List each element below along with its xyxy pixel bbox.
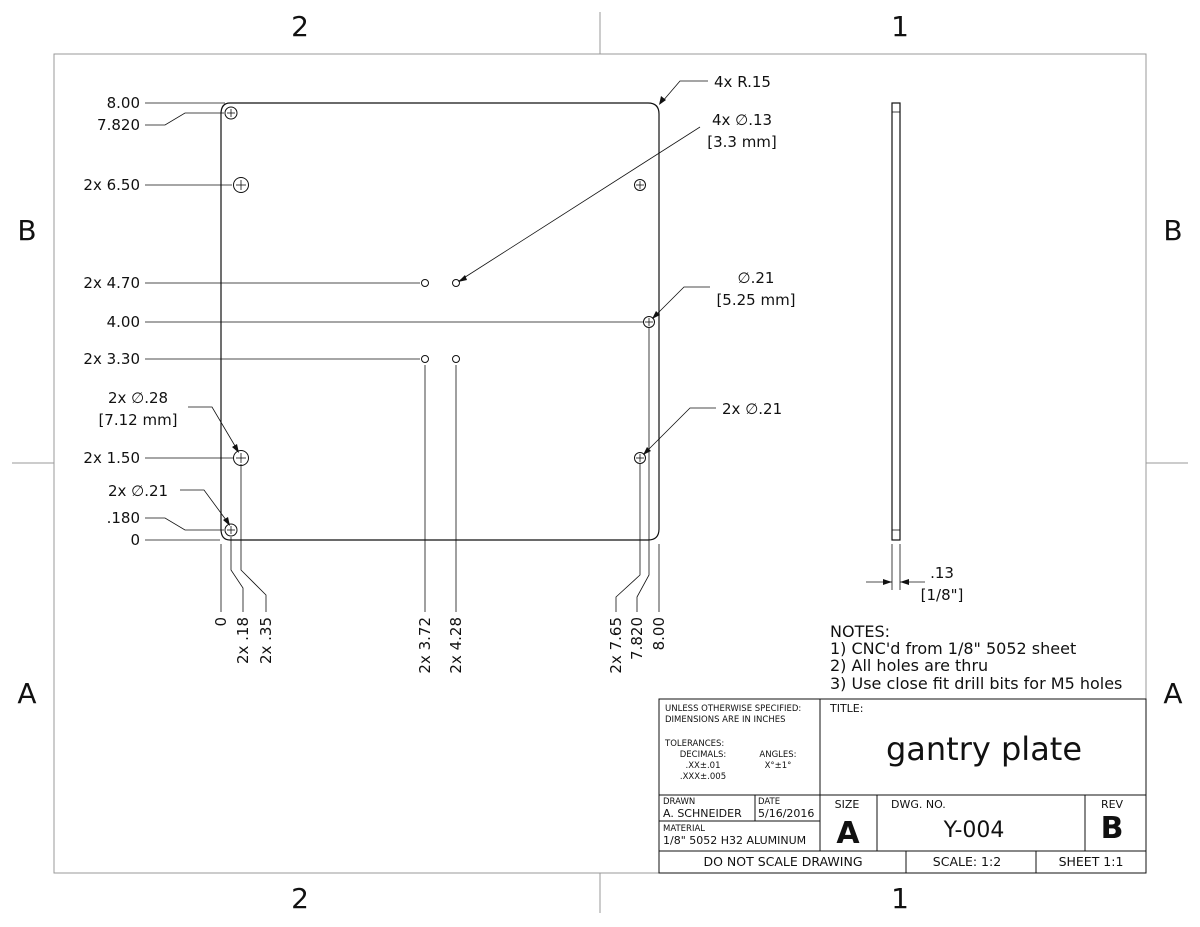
dim-0-vertical: 0 bbox=[130, 531, 140, 549]
tb-rev: B bbox=[1101, 811, 1124, 846]
dim-h765: 2x 7.65 bbox=[607, 617, 625, 674]
note-2: 2) All holes are thru bbox=[830, 656, 988, 675]
tb-size: A bbox=[836, 816, 860, 851]
dim-330: 2x 3.30 bbox=[83, 350, 140, 368]
tb-date-label: DATE bbox=[758, 797, 780, 807]
horizontal-ordinate-lines bbox=[220, 328, 660, 612]
callout-center-hole-mm: [5.25 mm] bbox=[716, 291, 795, 309]
dim-h0: 0 bbox=[212, 617, 230, 627]
dim-650: 2x 6.50 bbox=[83, 176, 140, 194]
tb-angles: ANGLES: bbox=[759, 750, 796, 760]
tb-dec-xxx: .XXX±.005 bbox=[680, 772, 726, 782]
zone-label-bottom-1: 1 bbox=[891, 882, 909, 915]
vertical-ordinate-lines bbox=[145, 102, 643, 541]
dim-180: .180 bbox=[107, 509, 140, 527]
zone-label-right-a: A bbox=[1163, 677, 1182, 710]
zone-label-left-a: A bbox=[17, 677, 36, 710]
tb-dec-xx: .XX±.01 bbox=[686, 761, 721, 771]
tb-size-label: SIZE bbox=[835, 798, 860, 811]
dim-h800: 8.00 bbox=[650, 617, 668, 650]
tb-date: 5/16/2016 bbox=[758, 807, 814, 820]
dim-h372: 2x 3.72 bbox=[416, 617, 434, 674]
zone-dividers bbox=[12, 12, 1188, 913]
zone-label-top-2: 2 bbox=[291, 10, 309, 43]
callout-big-holes: 2x ∅.28 bbox=[108, 389, 168, 407]
hole-small-428-470 bbox=[452, 279, 460, 287]
tb-drawn-label: DRAWN bbox=[663, 797, 695, 807]
side-thickness-frac: [1/8"] bbox=[921, 586, 964, 604]
zone-label-bottom-2: 2 bbox=[291, 882, 309, 915]
zone-label-left-b: B bbox=[17, 214, 36, 247]
callout-center-hole: ∅.21 bbox=[738, 269, 775, 287]
callout-right-lower-holes: 2x ∅.21 bbox=[722, 400, 782, 418]
callout-big-holes-mm: [7.12 mm] bbox=[98, 411, 177, 429]
callout-corner-holes: 2x ∅.21 bbox=[108, 482, 168, 500]
note-1: 1) CNC'd from 1/8" 5052 sheet bbox=[830, 639, 1076, 658]
tb-decimals: DECIMALS: bbox=[680, 750, 727, 760]
hole-small-372-470 bbox=[421, 279, 429, 287]
notes-block: NOTES: 1) CNC'd from 1/8" 5052 sheet 2) … bbox=[830, 622, 1122, 693]
tb-do-not-scale: DO NOT SCALE DRAWING bbox=[703, 854, 862, 869]
title-block bbox=[658, 698, 1147, 874]
zone-label-right-b: B bbox=[1163, 214, 1182, 247]
plate-holes bbox=[224, 106, 655, 537]
zone-label-top-1: 1 bbox=[891, 10, 909, 43]
note-3: 3) Use close fit drill bits for M5 holes bbox=[830, 674, 1122, 693]
tb-title: gantry plate bbox=[886, 730, 1082, 768]
dim-h7820: 7.820 bbox=[628, 617, 646, 660]
tb-dwg-no-label: DWG. NO. bbox=[891, 798, 946, 811]
tb-material: 1/8" 5052 H32 ALUMINUM bbox=[663, 834, 806, 847]
dim-h018: 2x .18 bbox=[234, 617, 252, 664]
drawing-border bbox=[53, 53, 1147, 874]
hole-small-372-330 bbox=[421, 355, 429, 363]
dim-h428: 2x 4.28 bbox=[447, 617, 465, 674]
notes-heading: NOTES: bbox=[830, 622, 890, 641]
callout-small-holes-mm: [3.3 mm] bbox=[707, 133, 777, 151]
tb-material-label: MATERIAL bbox=[663, 824, 705, 834]
dim-400: 4.00 bbox=[107, 313, 140, 331]
side-view bbox=[866, 102, 925, 590]
callout-leaders bbox=[180, 80, 716, 526]
tb-angles-val: X°±1° bbox=[765, 761, 792, 771]
tb-title-label: TITLE: bbox=[829, 702, 863, 715]
plate-outline bbox=[220, 102, 660, 541]
tb-tolerances: TOLERANCES: bbox=[664, 739, 724, 749]
tb-sheet: SHEET 1:1 bbox=[1059, 854, 1124, 869]
tb-rev-label: REV bbox=[1101, 798, 1124, 811]
dim-7820: 7.820 bbox=[97, 116, 140, 134]
dim-h035: 2x .35 bbox=[257, 617, 275, 664]
side-thickness: .13 bbox=[930, 564, 954, 582]
tb-unless-1: UNLESS OTHERWISE SPECIFIED: bbox=[665, 704, 801, 714]
tb-drawn-by: A. SCHNEIDER bbox=[663, 807, 742, 820]
hole-small-428-330 bbox=[452, 355, 460, 363]
dim-470: 2x 4.70 bbox=[83, 274, 140, 292]
callout-small-holes: 4x ∅.13 bbox=[712, 111, 772, 129]
dim-800: 8.00 bbox=[107, 94, 140, 112]
dim-150: 2x 1.50 bbox=[83, 449, 140, 467]
tb-unless-2: DIMENSIONS ARE IN INCHES bbox=[665, 715, 785, 725]
tb-dwg-no: Y-004 bbox=[943, 818, 1005, 843]
tb-scale: SCALE: 1:2 bbox=[933, 854, 1001, 869]
callout-corner-radius: 4x R.15 bbox=[714, 73, 771, 91]
